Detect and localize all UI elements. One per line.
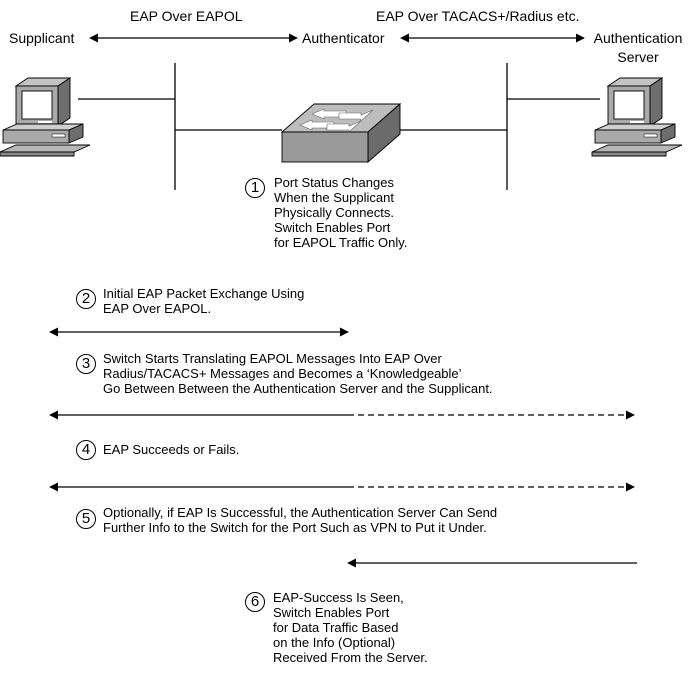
step-6-line: Received From the Server. [273,650,428,665]
step-1-number: 1 [245,178,265,198]
step-4-number: 4 [76,440,96,460]
switch-icon [280,103,402,163]
step-4-line: EAP Succeeds or Fails. [103,442,240,457]
step-5-text: Optionally, if EAP Is Successful, the Au… [103,505,497,535]
step-3-line: Go Between Between the Authentication Se… [103,381,493,396]
label-supplicant: Supplicant [9,30,75,46]
step-5-line: Further Info to the Switch for the Port … [103,520,487,535]
step-1-line: for EAPOL Traffic Only. [274,235,408,250]
step-6-line: for Data Traffic Based [273,620,399,635]
header-eap-over-eapol: EAP Over EAPOL [130,8,243,24]
server-computer-icon [591,77,683,157]
label-authentication-server-line1: Authentication [593,30,683,46]
step-5-line: Optionally, if EAP Is Successful, the Au… [103,505,498,520]
step-3-line: Switch Starts Translating EAPOL Messages… [103,351,442,366]
step-3-line: Radius/TACACS+ Messages and Becomes a ‘K… [103,366,462,381]
step-2-line: EAP Over EAPOL. [103,301,212,316]
label-authenticator: Authenticator [302,30,385,46]
supplicant-computer-icon [0,77,91,157]
step-2-number: 2 [76,289,96,309]
step-6-number: 6 [245,592,265,612]
step-3-number: 3 [76,354,96,374]
label-authentication-server-line2: Server [617,49,659,65]
step-6-line: EAP-Success Is Seen, [273,590,404,605]
step-1-line: Physically Connects. [274,205,394,220]
step-6-line: on the Info (Optional) [273,635,396,650]
step-4-text: EAP Succeeds or Fails. [103,442,239,457]
step-6-line: Switch Enables Port [273,605,390,620]
step-1-text: Port Status Changes When the Supplicant … [274,175,407,250]
step-5-number: 5 [76,509,96,529]
header-eap-over-tacacs: EAP Over TACACS+/Radius etc. [376,8,580,24]
step-1-line: Port Status Changes [274,175,394,190]
step-2-text: Initial EAP Packet Exchange Using EAP Ov… [103,286,304,316]
step-1-line: When the Supplicant [274,190,394,205]
step-6-text: EAP-Success Is Seen, Switch Enables Port… [273,590,428,665]
label-authentication-server: Authentication Server [586,30,690,65]
step-2-line: Initial EAP Packet Exchange Using [103,286,305,301]
step-3-text: Switch Starts Translating EAPOL Messages… [103,351,493,396]
step-1-line: Switch Enables Port [274,220,391,235]
